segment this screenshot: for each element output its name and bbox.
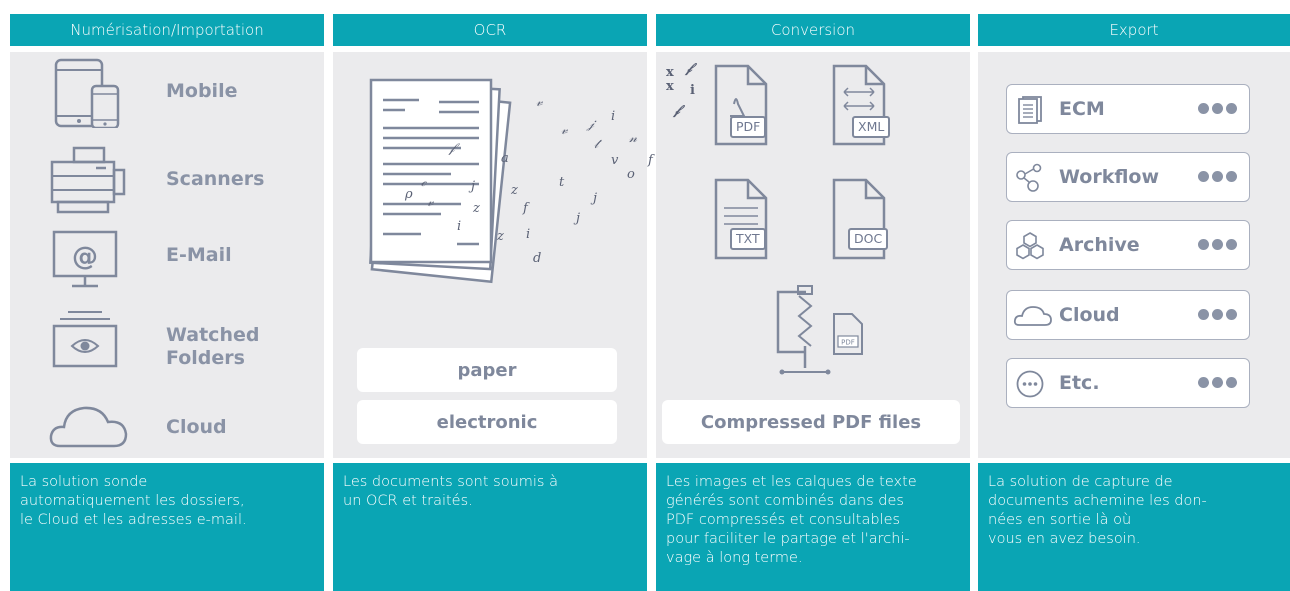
workflow-nodes-icon xyxy=(1016,163,1042,192)
source-cloud: Cloud xyxy=(10,392,324,462)
svg-text:𝒿: 𝒿 xyxy=(586,117,597,132)
doc-file-icon: DOC xyxy=(826,178,906,260)
svg-text:x: x xyxy=(666,79,674,94)
more-dots-icon xyxy=(1198,171,1237,182)
more-dots-icon xyxy=(1198,377,1237,388)
svg-text:𝒻: 𝒻 xyxy=(672,103,686,118)
source-label: E-Mail xyxy=(166,244,232,266)
svg-text:𝓋: 𝓋 xyxy=(427,195,434,210)
export-item-archive: Archive xyxy=(1006,220,1250,270)
export-label: Archive xyxy=(1059,234,1140,256)
svg-text:𝒻: 𝒻 xyxy=(684,61,698,76)
svg-text:𝒸: 𝒸 xyxy=(421,175,427,190)
source-label: Cloud xyxy=(166,416,227,438)
sources-panel: Mobile Scanners @ E-Mail xyxy=(10,52,324,458)
svg-text:f: f xyxy=(647,153,655,168)
more-circle-icon xyxy=(1016,370,1044,398)
export-item-etc: Etc. xyxy=(1006,358,1250,408)
xml-file-icon: XML xyxy=(826,64,906,146)
column-export: Export ECM Workflow xyxy=(978,14,1290,591)
svg-text:z: z xyxy=(496,229,504,244)
svg-text:a: a xyxy=(501,151,509,166)
paper-pill: paper xyxy=(357,348,617,392)
floating-letters: xx i 𝒻 𝒻 xyxy=(666,61,698,118)
svg-text:t: t xyxy=(559,175,565,190)
compression-clamp-icon: PDF xyxy=(776,285,863,375)
svg-text:i: i xyxy=(526,227,530,242)
export-label: ECM xyxy=(1059,98,1105,120)
column-description: Les images et les calques de texte génér… xyxy=(656,463,970,591)
ocr-panel: 𝒻ja 𝓋𝓋𝒿 i𝓃𝓉 vof ijj idf ztρ 𝓋𝒸z zii i𝒻 p… xyxy=(333,52,685,458)
export-item-ecm: ECM xyxy=(1006,84,1250,134)
documents-stack-icon xyxy=(1018,96,1042,124)
more-dots-icon xyxy=(1198,309,1237,320)
export-label: Etc. xyxy=(1059,372,1100,394)
svg-text:𝓋: 𝓋 xyxy=(536,95,543,110)
more-dots-icon xyxy=(1198,103,1237,114)
svg-text:z: z xyxy=(472,201,480,216)
svg-text:f: f xyxy=(522,201,530,216)
svg-text:v: v xyxy=(611,153,619,168)
ocr-documents-illustration: 𝒻ja 𝓋𝓋𝒿 i𝓃𝓉 vof ijj idf ztρ 𝓋𝒸z zii i𝒻 xyxy=(369,78,685,284)
svg-text:i: i xyxy=(457,219,461,234)
svg-text:𝓉: 𝓉 xyxy=(594,137,603,152)
svg-text:j: j xyxy=(590,191,597,206)
svg-text:ρ: ρ xyxy=(404,187,413,202)
svg-text:j: j xyxy=(573,211,580,226)
svg-text:𝓋: 𝓋 xyxy=(561,123,568,138)
column-header: Export xyxy=(978,14,1290,46)
electronic-pill: electronic xyxy=(357,400,617,444)
more-dots-icon xyxy=(1198,239,1237,250)
svg-text:𝓃: 𝓃 xyxy=(629,131,638,146)
svg-text:o: o xyxy=(627,167,635,182)
email-monitor-icon: @ xyxy=(52,230,118,288)
export-label: Cloud xyxy=(1059,304,1120,326)
column-header: OCR xyxy=(333,14,647,46)
source-scanners: Scanners xyxy=(10,146,324,216)
watched-folder-icon xyxy=(52,311,118,368)
column-description: Les documents sont soumis à un OCR et tr… xyxy=(333,463,647,591)
compressed-pdf-pill: Compressed PDF files xyxy=(662,400,960,444)
svg-text:i: i xyxy=(611,109,615,124)
svg-text:PDF: PDF xyxy=(841,339,855,347)
column-description: La solution sonde automatiquement les do… xyxy=(10,463,324,591)
svg-text:@: @ xyxy=(72,242,98,272)
svg-text:i: i xyxy=(690,83,695,98)
source-label: Scanners xyxy=(166,168,265,190)
scanner-icon xyxy=(50,146,126,214)
svg-text:x: x xyxy=(666,65,674,80)
column-description: La solution de capture de documents ache… xyxy=(978,463,1290,591)
mobile-tablet-icon xyxy=(54,58,120,128)
cloud-icon xyxy=(1013,306,1052,326)
svg-text:j: j xyxy=(468,179,475,194)
export-item-cloud: Cloud xyxy=(1006,290,1250,340)
svg-text:d: d xyxy=(533,251,541,266)
export-label: Workflow xyxy=(1059,166,1160,188)
source-mobile: Mobile xyxy=(10,58,324,128)
column-scan-import: Numérisation/Importation Mobile xyxy=(10,14,324,591)
column-header: Conversion xyxy=(656,14,970,46)
txt-file-icon: TXT xyxy=(708,178,788,260)
cloud-icon xyxy=(49,406,128,448)
export-panel: ECM Workflow Archive xyxy=(978,52,1290,458)
column-header: Numérisation/Importation xyxy=(10,14,324,46)
export-item-workflow: Workflow xyxy=(1006,152,1250,202)
svg-text:z: z xyxy=(510,183,518,198)
source-label: Mobile xyxy=(166,80,238,102)
pdf-file-icon: PDF xyxy=(708,64,788,146)
source-email: @ E-Mail xyxy=(10,228,324,298)
archive-hexagons-icon xyxy=(1016,232,1044,260)
